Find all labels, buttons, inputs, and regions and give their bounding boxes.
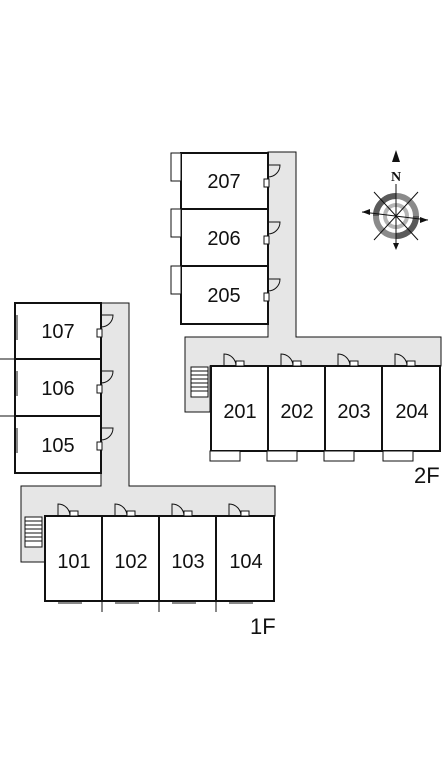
window-marks — [58, 601, 253, 612]
unit-label-104: 104 — [229, 551, 262, 573]
balcony-203 — [323, 450, 355, 462]
unit-label-207: 207 — [207, 171, 240, 193]
door-icon — [57, 503, 250, 517]
unit-106 — [14, 358, 102, 417]
staircase-1f — [24, 516, 43, 548]
window-marks — [0, 315, 18, 453]
floor-label-2f: 2F — [414, 463, 440, 488]
balcony-206 — [170, 208, 182, 238]
second-floor: 207 206 205 201 202 203 204 2F — [170, 151, 442, 488]
unit-204 — [381, 365, 441, 452]
unit-label-204: 204 — [395, 401, 428, 423]
staircase-2f — [190, 366, 209, 398]
door-icon — [96, 314, 114, 451]
balcony-204 — [382, 450, 414, 462]
unit-104 — [215, 515, 275, 602]
unit-label-203: 203 — [337, 401, 370, 423]
unit-label-105: 105 — [41, 435, 74, 457]
compass-north-label: N — [391, 170, 401, 185]
unit-label-102: 102 — [114, 551, 147, 573]
first-floor: 107 106 105 101 102 — [0, 302, 276, 639]
balcony-207 — [170, 152, 182, 182]
balcony-205 — [170, 265, 182, 295]
unit-label-107: 107 — [41, 321, 74, 343]
unit-label-103: 103 — [171, 551, 204, 573]
floor-label-1f: 1F — [250, 614, 276, 639]
unit-label-101: 101 — [57, 551, 90, 573]
balcony-201 — [209, 450, 241, 462]
unit-label-106: 106 — [41, 378, 74, 400]
unit-101 — [44, 515, 103, 602]
door-icon — [223, 353, 416, 367]
unit-105 — [14, 415, 102, 474]
unit-label-202: 202 — [280, 401, 313, 423]
unit-label-206: 206 — [207, 228, 240, 250]
balcony-202 — [266, 450, 298, 462]
unit-label-201: 201 — [223, 401, 256, 423]
compass-icon: N — [361, 150, 429, 250]
unit-201 — [210, 365, 269, 452]
unit-202 — [267, 365, 326, 452]
unit-label-205: 205 — [207, 285, 240, 307]
door-icon — [263, 164, 281, 302]
